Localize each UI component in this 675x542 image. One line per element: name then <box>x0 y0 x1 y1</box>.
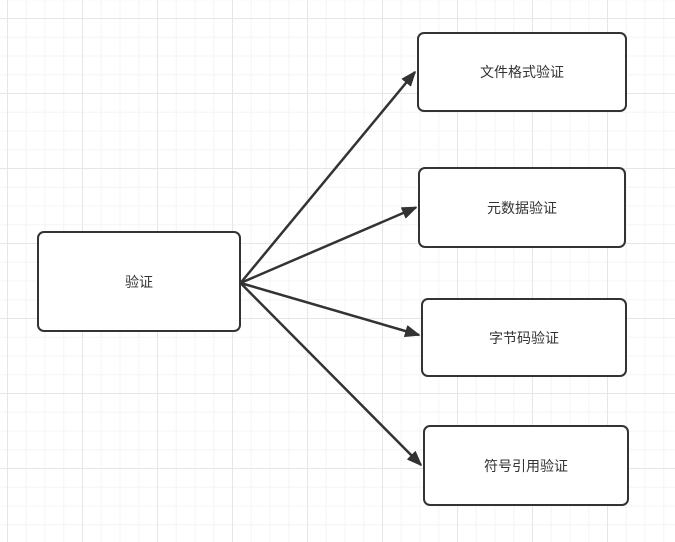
node-symbol-reference-verification[interactable]: 符号引用验证 <box>423 425 629 506</box>
arrow-root-to-symbol-reference[interactable] <box>239 282 422 466</box>
node-metadata-verification[interactable]: 元数据验证 <box>418 167 626 248</box>
node-bytecode-verification[interactable]: 字节码验证 <box>421 298 627 377</box>
node-bytecode-verification-label: 字节码验证 <box>489 329 559 346</box>
node-verification[interactable]: 验证 <box>37 231 241 332</box>
node-file-format-verification-label: 文件格式验证 <box>480 64 564 80</box>
node-file-format-verification[interactable]: 文件格式验证 <box>417 32 627 112</box>
arrow-root-to-bytecode[interactable] <box>240 281 420 338</box>
arrow-root-to-file-format[interactable] <box>239 71 416 284</box>
node-verification-label: 验证 <box>125 273 153 290</box>
node-symbol-reference-verification-label: 符号引用验证 <box>484 457 568 474</box>
node-metadata-verification-label: 元数据验证 <box>487 199 557 216</box>
arrow-root-to-metadata[interactable] <box>240 206 417 285</box>
